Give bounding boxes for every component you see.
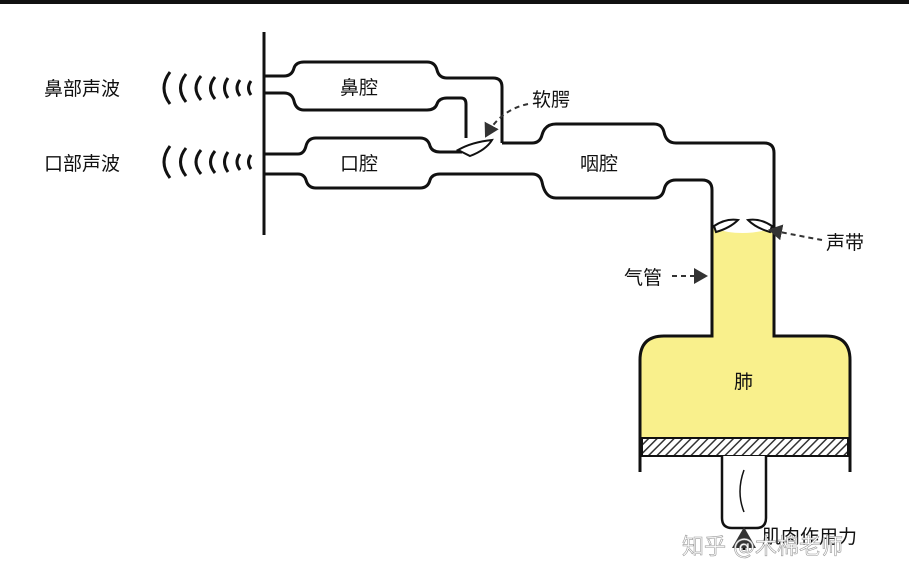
lung-label: 肺 (734, 371, 753, 393)
oral-wave-label: 口部声波 (44, 153, 120, 175)
lung-shape (640, 228, 850, 438)
piston-rod (720, 456, 768, 530)
vocal-cords-label: 声带 (826, 232, 864, 254)
pharynx-label: 咽腔 (580, 153, 618, 175)
vocal-cord-pointer (768, 224, 823, 241)
top-border (0, 0, 909, 4)
vocal-cord-right (745, 218, 774, 234)
pharynx-shape (502, 122, 776, 336)
nasal-sound-wave-icon (162, 71, 253, 105)
soft-palate-label: 软腭 (532, 89, 570, 111)
nasal-cavity-label: 鼻腔 (340, 77, 378, 99)
vocal-cord-left (712, 218, 741, 234)
soft-palate-flap (455, 138, 494, 158)
trachea-label: 气管 (624, 267, 662, 289)
soft-palate-pointer (484, 103, 529, 138)
nasal-cavity-shape (264, 60, 504, 143)
watermark: 知乎 @木棉老师 (682, 535, 843, 560)
nasal-wave-label: 鼻部声波 (44, 78, 120, 100)
oral-cavity-label: 口腔 (340, 153, 378, 175)
oral-sound-wave-icon (162, 145, 253, 179)
diaphragm-piston (641, 437, 849, 457)
muscle-force-label: 肌肉作用力 (762, 526, 857, 548)
oral-cavity-shape (264, 136, 462, 156)
